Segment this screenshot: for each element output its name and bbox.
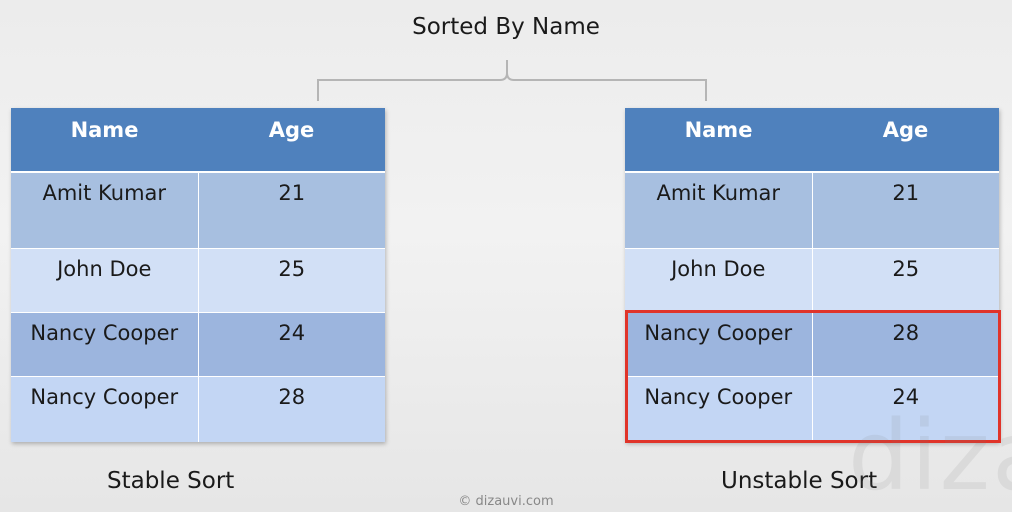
cell-age: 28 xyxy=(198,375,385,442)
header-age: Age xyxy=(812,108,999,173)
table-header-row: Name Age xyxy=(11,108,385,173)
copyright-notice: © dizauvi.com xyxy=(458,494,554,509)
cell-age: 28 xyxy=(812,311,999,376)
cell-name: John Doe xyxy=(11,247,199,312)
cell-age: 24 xyxy=(812,375,999,442)
cell-name: Nancy Cooper xyxy=(11,311,199,376)
cell-name: Amit Kumar xyxy=(625,171,813,248)
table-row: Amit Kumar 21 xyxy=(625,171,999,248)
stable-sort-caption: Stable Sort xyxy=(107,468,235,494)
cell-name: Nancy Cooper xyxy=(625,311,813,376)
watermark-logo: dizauvi xyxy=(848,400,1012,512)
table-row: John Doe 25 xyxy=(625,247,999,312)
header-age: Age xyxy=(198,108,385,173)
header-name: Name xyxy=(11,108,198,173)
cell-name: John Doe xyxy=(625,247,813,312)
cell-name: Nancy Cooper xyxy=(625,375,813,442)
cell-age: 21 xyxy=(198,171,385,248)
unstable-sort-table: Name Age Amit Kumar 21 John Doe 25 Nancy… xyxy=(625,108,999,442)
table-row: John Doe 25 xyxy=(11,247,385,312)
table-row: Nancy Cooper 24 xyxy=(625,375,999,442)
table-row: Amit Kumar 21 xyxy=(11,171,385,248)
table-row: Nancy Cooper 24 xyxy=(11,311,385,376)
cell-name: Amit Kumar xyxy=(11,171,199,248)
cell-age: 25 xyxy=(812,247,999,312)
brace-connector xyxy=(317,60,707,101)
cell-age: 24 xyxy=(198,311,385,376)
diagram-title: Sorted By Name xyxy=(412,14,600,40)
table-row: Nancy Cooper 28 xyxy=(11,375,385,442)
cell-age: 21 xyxy=(812,171,999,248)
stable-sort-table: Name Age Amit Kumar 21 John Doe 25 Nancy… xyxy=(11,108,385,442)
cell-age: 25 xyxy=(198,247,385,312)
table-header-row: Name Age xyxy=(625,108,999,173)
header-name: Name xyxy=(625,108,812,173)
unstable-sort-caption: Unstable Sort xyxy=(721,468,878,494)
table-row: Nancy Cooper 28 xyxy=(625,311,999,376)
cell-name: Nancy Cooper xyxy=(11,375,199,442)
